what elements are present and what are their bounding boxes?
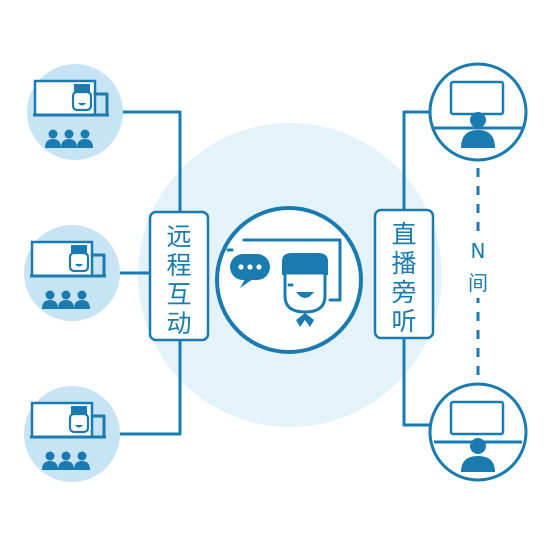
left-label-char-3: 互	[166, 280, 191, 309]
left-label-char-1: 远	[166, 222, 191, 251]
n-label-letter: N	[471, 239, 486, 263]
left-connectors	[116, 110, 182, 436]
right-label-char-3: 旁	[391, 278, 416, 307]
classroom-circle-middle	[24, 225, 120, 321]
n-label-char: 间	[468, 271, 488, 295]
right-label-char-4: 听	[391, 307, 416, 336]
left-label-char-4: 动	[166, 309, 191, 338]
center-teacher-group	[215, 206, 363, 354]
viewer-circle-top	[428, 62, 528, 162]
right-label-char-1: 直	[391, 220, 416, 249]
teacher-icon	[282, 253, 328, 327]
viewer-circle-bottom	[428, 382, 528, 482]
right-label-char-2: 播	[391, 249, 416, 278]
left-label-char-2: 程	[166, 251, 191, 280]
classroom-circle-bottom	[24, 386, 120, 482]
left-label-box	[148, 210, 210, 342]
right-connectors	[402, 110, 433, 427]
right-label-box	[373, 208, 435, 340]
classroom-circle-top	[27, 64, 123, 160]
chat-bubble-icon	[230, 254, 270, 288]
